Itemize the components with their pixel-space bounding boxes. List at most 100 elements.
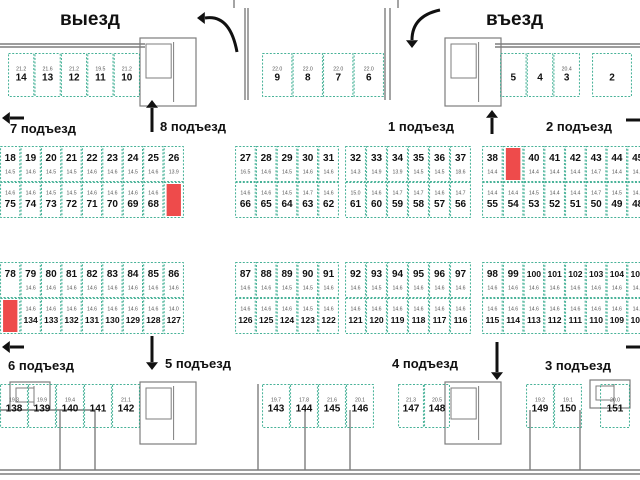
parking-spot[interactable] [450, 182, 471, 218]
parking-spot[interactable] [102, 146, 123, 182]
parking-spot[interactable] [482, 298, 503, 334]
parking-spot[interactable] [297, 182, 319, 218]
parking-spot[interactable] [606, 182, 628, 218]
parking-spot[interactable] [81, 262, 103, 298]
parking-spot[interactable] [553, 53, 580, 97]
parking-spot[interactable] [0, 146, 21, 182]
parking-spot[interactable] [345, 262, 366, 298]
parking-spot[interactable] [276, 182, 298, 218]
parking-spot[interactable] [366, 298, 387, 334]
parking-spot[interactable] [122, 298, 143, 334]
parking-spot[interactable] [255, 182, 277, 218]
parking-spot[interactable] [20, 146, 41, 182]
parking-spot[interactable] [526, 384, 554, 428]
parking-spot[interactable] [276, 298, 298, 334]
parking-spot[interactable] [41, 146, 62, 182]
parking-spot[interactable] [450, 262, 471, 298]
parking-spot[interactable] [450, 298, 471, 334]
parking-spot[interactable] [262, 384, 290, 428]
parking-spot[interactable] [41, 298, 62, 334]
parking-spot[interactable] [345, 182, 366, 218]
parking-spot[interactable] [112, 384, 140, 428]
parking-spot[interactable] [482, 182, 503, 218]
parking-spot[interactable] [554, 384, 582, 428]
parking-spot[interactable] [502, 298, 524, 334]
parking-spot[interactable] [346, 384, 374, 428]
parking-spot[interactable] [20, 262, 41, 298]
parking-spot[interactable] [163, 298, 184, 334]
parking-spot[interactable] [56, 384, 84, 428]
parking-spot[interactable] [500, 53, 527, 97]
parking-spot[interactable] [122, 262, 143, 298]
parking-spot[interactable] [143, 298, 164, 334]
parking-spot[interactable] [276, 146, 298, 182]
parking-spot[interactable] [544, 182, 565, 218]
parking-spot[interactable] [523, 182, 545, 218]
parking-spot[interactable] [353, 53, 384, 97]
parking-spot[interactable] [41, 182, 62, 218]
parking-spot[interactable] [262, 53, 293, 97]
parking-spot[interactable] [255, 262, 277, 298]
parking-spot[interactable] [102, 298, 123, 334]
parking-spot[interactable] [627, 182, 640, 218]
parking-spot[interactable] [81, 146, 103, 182]
parking-spot[interactable] [627, 262, 640, 298]
parking-spot[interactable] [163, 262, 184, 298]
parking-spot[interactable] [61, 146, 82, 182]
parking-spot[interactable] [585, 146, 607, 182]
parking-spot[interactable] [408, 146, 429, 182]
parking-spot[interactable] [429, 182, 450, 218]
parking-spot[interactable] [482, 262, 503, 298]
parking-spot[interactable] [20, 182, 41, 218]
parking-spot[interactable] [544, 262, 565, 298]
parking-spot[interactable] [387, 146, 408, 182]
parking-spot[interactable] [122, 146, 143, 182]
parking-spot[interactable] [345, 146, 366, 182]
parking-spot[interactable] [366, 146, 387, 182]
parking-spot[interactable] [122, 182, 143, 218]
parking-spot[interactable] [28, 384, 56, 428]
parking-spot[interactable] [318, 182, 339, 218]
parking-spot[interactable] [585, 298, 607, 334]
parking-spot[interactable] [526, 53, 554, 97]
parking-spot[interactable] [87, 53, 114, 97]
parking-spot[interactable] [366, 182, 387, 218]
parking-spot[interactable] [606, 298, 628, 334]
parking-spot[interactable] [297, 298, 319, 334]
parking-spot[interactable] [544, 298, 565, 334]
parking-spot[interactable] [429, 146, 450, 182]
parking-spot[interactable] [502, 182, 524, 218]
parking-spot[interactable] [0, 182, 21, 218]
parking-spot[interactable] [627, 146, 640, 182]
parking-spot[interactable] [565, 146, 586, 182]
parking-spot[interactable] [318, 298, 339, 334]
parking-spot[interactable] [565, 298, 586, 334]
parking-spot[interactable] [255, 298, 277, 334]
parking-spot[interactable] [143, 182, 164, 218]
parking-spot[interactable] [544, 146, 565, 182]
parking-spot[interactable] [408, 262, 429, 298]
parking-spot[interactable] [606, 146, 628, 182]
parking-spot[interactable] [523, 146, 545, 182]
parking-spot[interactable] [143, 146, 164, 182]
parking-spot[interactable] [387, 298, 408, 334]
parking-spot[interactable] [297, 262, 319, 298]
parking-spot[interactable] [600, 384, 630, 428]
parking-spot[interactable] [450, 146, 471, 182]
parking-spot[interactable] [290, 384, 318, 428]
parking-spot[interactable] [408, 298, 429, 334]
parking-spot[interactable] [163, 182, 184, 218]
parking-spot[interactable] [523, 298, 545, 334]
parking-spot[interactable] [366, 262, 387, 298]
parking-spot[interactable] [318, 384, 346, 428]
parking-spot[interactable] [592, 53, 632, 97]
parking-spot[interactable] [0, 298, 21, 334]
parking-spot[interactable] [143, 262, 164, 298]
parking-spot[interactable] [387, 182, 408, 218]
parking-spot[interactable] [585, 262, 607, 298]
parking-spot[interactable] [34, 53, 61, 97]
parking-spot[interactable] [424, 384, 450, 428]
parking-spot[interactable] [323, 53, 354, 97]
parking-spot[interactable] [20, 298, 41, 334]
parking-spot[interactable] [565, 182, 586, 218]
